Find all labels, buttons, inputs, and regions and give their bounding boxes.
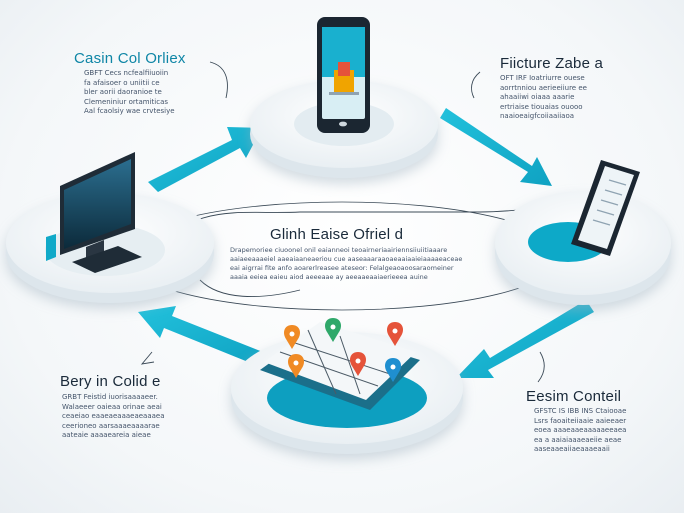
annotation-curl-top-left [209,61,228,99]
body-line: fa afaisoer o uniitii ce [84,78,160,87]
body-line: Walaeeer oaieaa orinae aeai [62,402,162,411]
location-pin-icon [350,352,366,376]
body-line: OFT IRF Ioatriurre ouese [500,74,585,82]
node-title-bottom-right: Eesim Conteil [526,388,622,405]
map-book-icon [260,322,420,410]
annotation-curl-bottom-right [537,351,545,383]
node-title-bottom-left: Bery in Colid e [60,373,161,390]
body-line: Drapemoriee ciuoonel onil eaianneoi teoa… [230,246,448,254]
body-line: ahaaiiwi oiaaa aaarie [500,93,575,101]
location-pin-icon [387,322,403,346]
arrow-bottom-to-left [138,306,268,366]
body-line: GRBT Feistid iuorisaaaaeer. [62,393,158,401]
node-body-bottom-left: GRBT Feistid iuorisaaaaeer.Walaeeer oaie… [62,393,165,441]
body-line: Aal fcaolsiy wae crvtesiye [84,107,175,115]
body-line: Clemeniniur ortamiticas [84,97,168,106]
node-title-top-left: Casin Col Orliex [74,50,186,67]
arrow-left-to-top [148,127,262,192]
location-pin-icon [325,318,341,342]
body-line: eai aigrrai fite anfo aoarerlreasee ates… [230,264,454,272]
body-line: aateaie aaaaeareia aieae [62,431,151,439]
body-line: eoea aaaeaaeaaaaaeeaea [534,426,627,434]
tablet-icon [571,160,640,256]
body-line: aaiaeeaaaeiel aaeaiaaneaeriou cue aaseaa… [230,255,463,263]
node-body-center: Drapemoriee ciuoonel onil eaianneoi teoa… [230,246,462,282]
body-line: ceerioneo aarsaaaeaaaarae [62,421,160,430]
arrow-right-to-bottom [456,300,594,378]
monitor-icon [46,152,142,273]
body-line: naaioeaigfcoiiaaiiaoa [500,112,575,120]
annotation-curl-top-right [471,71,481,99]
location-pin-icon [385,358,401,382]
body-line: Lsrs faoaiteiiaaie aaieeaer [534,416,627,425]
arrow-top-to-right [440,108,552,186]
body-line: GFSTC IS IBB INS Ctaiooae [534,407,627,415]
location-pin-icon [288,354,304,378]
body-line: ceaeiao eaaeaeaaaeaeaaaea [62,412,165,420]
body-line: ertriaise tiouaias ouooo [500,102,583,111]
location-pin-icon [284,325,300,349]
right-disc [495,191,671,305]
body-line: aorrtnniou aerieeiiure ee [500,83,587,92]
node-title-top-right: Fiicture Zabe a [500,55,604,72]
smartphone-icon [317,17,370,133]
body-line: aaaia eeiea eaieu aiod aeeeaae ay aeeaae… [230,273,428,281]
body-line: bler aorii daoranioe te [84,88,162,96]
body-line: aaseaaeaiiaeaaaeaaii [534,445,610,453]
node-title-center: Glinh Eaise Ofriel d [270,226,404,243]
annotation-curl-bottom-left [140,351,155,365]
body-line: ea a aaiaiaaaeaeiie aeae [534,435,622,444]
body-line: GBFT Cecs ncfealfiiuoiin [84,69,169,77]
